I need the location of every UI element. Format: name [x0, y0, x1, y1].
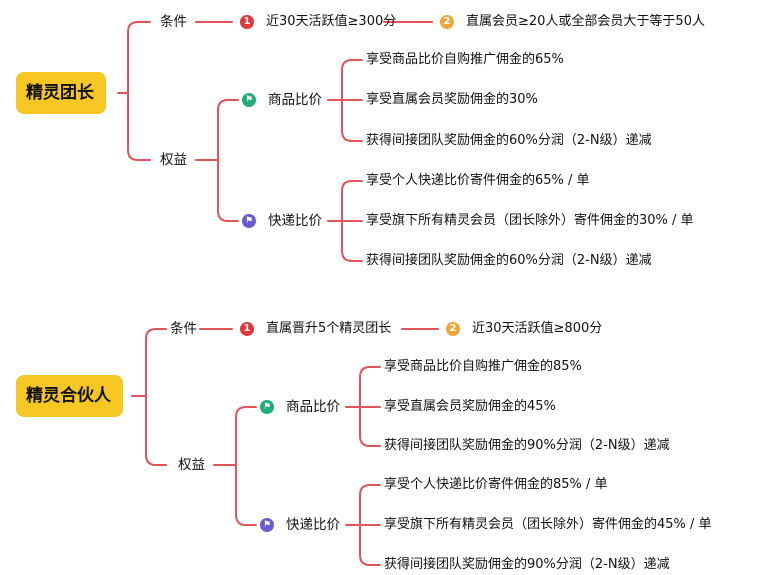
benefit-item: 获得间接团队奖励佣金的60%分润（2-N级）递减 — [366, 253, 652, 268]
benefit-item: 享受商品比价自购推广佣金的65% — [366, 52, 564, 67]
number-1-icon: 1 — [240, 15, 254, 29]
condition-item: 近30天活跃值≥300分 — [266, 14, 397, 29]
purple-flag-icon: ⚑ — [242, 214, 256, 228]
benefit-item: 享受旗下所有精灵会员（团长除外）寄件佣金的45% / 单 — [384, 517, 712, 532]
group-label: 商品比价 — [286, 399, 340, 415]
benefit-item: 享受旗下所有精灵会员（团长除外）寄件佣金的30% / 单 — [366, 213, 694, 228]
condition-item: 近30天活跃值≥800分 — [472, 321, 603, 336]
group-label: 快递比价 — [286, 517, 340, 533]
benefits-label: 权益 — [178, 457, 205, 473]
condition-item: 直属会员≥20人或全部会员大于等于50人 — [466, 14, 705, 29]
benefit-item: 享受个人快递比价寄件佣金的85% / 单 — [384, 477, 608, 492]
benefit-item: 享受直属会员奖励佣金的45% — [384, 399, 556, 414]
group-label: 快递比价 — [268, 213, 322, 229]
group-label: 商品比价 — [268, 92, 322, 108]
benefit-item: 享受商品比价自购推广佣金的85% — [384, 359, 582, 374]
conditions-label: 条件 — [170, 321, 197, 337]
condition-item: 直属晋升5个精灵团长 — [266, 321, 392, 336]
benefits-label: 权益 — [160, 152, 187, 168]
root-node: 精灵合伙人 — [16, 375, 123, 417]
green-flag-icon: ⚑ — [260, 400, 274, 414]
number-2-icon: 2 — [446, 322, 460, 336]
benefit-item: 享受个人快递比价寄件佣金的65% / 单 — [366, 173, 590, 188]
green-flag-icon: ⚑ — [242, 93, 256, 107]
number-2-icon: 2 — [440, 15, 454, 29]
benefit-item: 获得间接团队奖励佣金的90%分润（2-N级）递减 — [384, 557, 670, 572]
benefit-item: 获得间接团队奖励佣金的60%分润（2-N级）递减 — [366, 133, 652, 148]
root-node: 精灵团长 — [16, 72, 106, 114]
conditions-label: 条件 — [160, 14, 187, 30]
purple-flag-icon: ⚑ — [260, 518, 274, 532]
benefit-item: 享受直属会员奖励佣金的30% — [366, 92, 538, 107]
number-1-icon: 1 — [240, 322, 254, 336]
benefit-item: 获得间接团队奖励佣金的90%分润（2-N级）递减 — [384, 438, 670, 453]
